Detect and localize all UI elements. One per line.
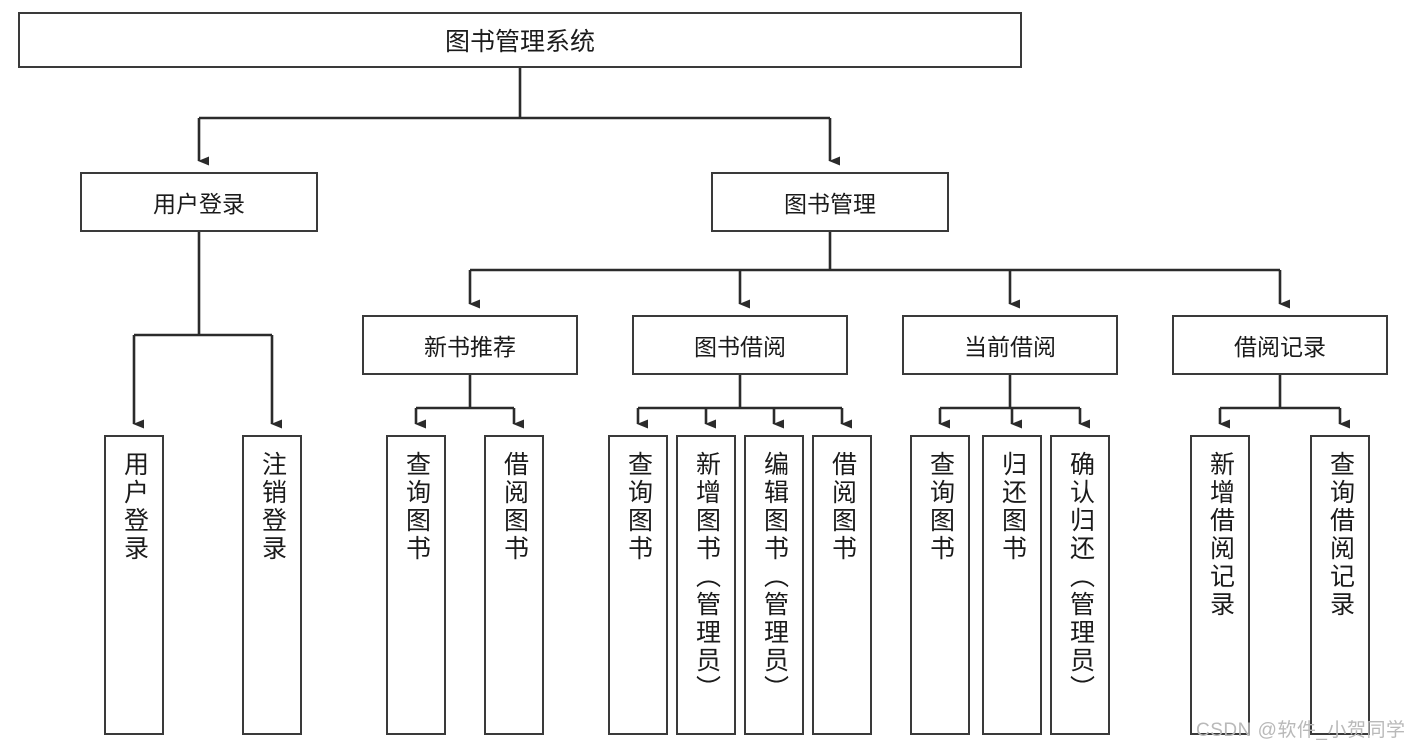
- node-leaf-logout[interactable]: 注销登录: [242, 435, 302, 735]
- node-leaf-query-record-label: 查询借阅记录: [1326, 451, 1355, 619]
- node-leaf-query-book-3-label: 查询图书: [926, 451, 955, 563]
- node-leaf-borrow-book-1-label: 借阅图书: [500, 451, 529, 563]
- node-leaf-return-book-label: 归还图书: [998, 451, 1027, 563]
- node-current-borrow[interactable]: 当前借阅: [902, 315, 1118, 375]
- node-leaf-borrow-book-2[interactable]: 借阅图书: [812, 435, 872, 735]
- node-leaf-query-book-2[interactable]: 查询图书: [608, 435, 668, 735]
- node-leaf-confirm-return-label: 确认归还（管理员）: [1066, 451, 1095, 703]
- node-leaf-logout-label: 注销登录: [258, 451, 287, 563]
- node-leaf-confirm-return[interactable]: 确认归还（管理员）: [1050, 435, 1110, 735]
- node-user-login[interactable]: 用户登录: [80, 172, 318, 232]
- node-leaf-edit-book[interactable]: 编辑图书（管理员）: [744, 435, 804, 735]
- node-root[interactable]: 图书管理系统: [18, 12, 1022, 68]
- node-new-book-rec-label: 新书推荐: [424, 334, 516, 360]
- node-leaf-query-book-2-label: 查询图书: [624, 451, 653, 563]
- node-leaf-query-book-3[interactable]: 查询图书: [910, 435, 970, 735]
- node-leaf-user-login-label: 用户登录: [120, 451, 149, 563]
- node-leaf-add-book[interactable]: 新增图书（管理员）: [676, 435, 736, 735]
- node-borrow-record[interactable]: 借阅记录: [1172, 315, 1388, 375]
- node-book-borrow-label: 图书借阅: [694, 334, 786, 360]
- node-current-borrow-label: 当前借阅: [964, 334, 1056, 360]
- node-leaf-add-record[interactable]: 新增借阅记录: [1190, 435, 1250, 735]
- node-book-manage[interactable]: 图书管理: [711, 172, 949, 232]
- csdn-watermark: CSDN @软件_小贺同学: [1196, 720, 1405, 741]
- node-leaf-add-record-label: 新增借阅记录: [1206, 451, 1235, 619]
- node-book-manage-label: 图书管理: [784, 191, 876, 217]
- node-leaf-add-book-label: 新增图书（管理员）: [692, 451, 721, 703]
- node-leaf-edit-book-label: 编辑图书（管理员）: [760, 451, 789, 703]
- node-leaf-return-book[interactable]: 归还图书: [982, 435, 1042, 735]
- node-user-login-label: 用户登录: [153, 191, 245, 217]
- node-leaf-borrow-book-1[interactable]: 借阅图书: [484, 435, 544, 735]
- node-root-label: 图书管理系统: [444, 28, 595, 56]
- node-book-borrow[interactable]: 图书借阅: [632, 315, 848, 375]
- node-new-book-rec[interactable]: 新书推荐: [362, 315, 578, 375]
- node-leaf-query-book-1-label: 查询图书: [402, 451, 431, 563]
- node-leaf-query-record[interactable]: 查询借阅记录: [1310, 435, 1370, 735]
- node-leaf-user-login[interactable]: 用户登录: [104, 435, 164, 735]
- node-borrow-record-label: 借阅记录: [1234, 334, 1326, 360]
- node-leaf-query-book-1[interactable]: 查询图书: [386, 435, 446, 735]
- node-leaf-borrow-book-2-label: 借阅图书: [828, 451, 857, 563]
